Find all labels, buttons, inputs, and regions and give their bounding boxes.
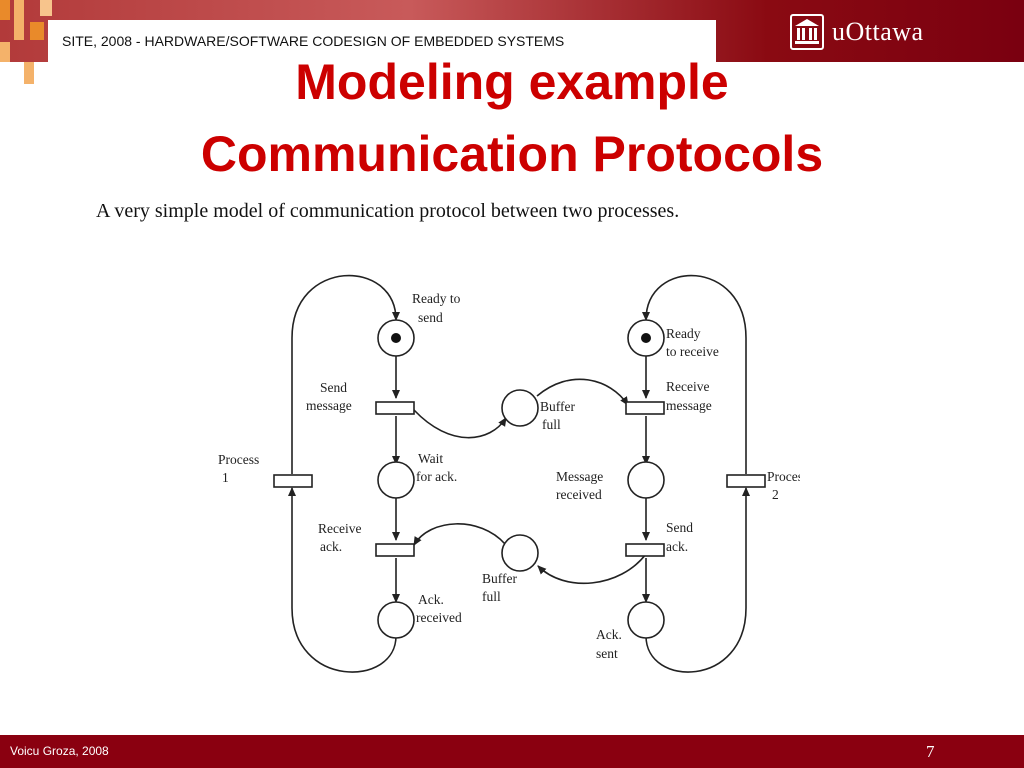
place-buffer-top — [501, 389, 539, 427]
arc-sendack-to-buffer — [537, 553, 647, 585]
label-send-message-2: message — [306, 398, 352, 413]
label-process1-2: 1 — [222, 470, 229, 485]
place-buffer-bottom — [501, 534, 539, 572]
slide-title-line1: Modeling example — [295, 54, 729, 110]
label-send-ack-1: Send — [666, 520, 693, 535]
arc-buffer-to-receive — [536, 378, 629, 406]
arc-process1-loop-up — [288, 487, 397, 673]
transition-send-ack — [625, 543, 665, 557]
label-ready-to-receive-2: to receive — [666, 344, 719, 359]
logo-text: uOttawa — [832, 17, 924, 46]
label-ready-to-receive-1: Ready — [666, 326, 701, 341]
label-send-ack-2: ack. — [666, 539, 688, 554]
label-receive-ack-2: ack. — [320, 539, 342, 554]
place-wait-for-ack — [377, 461, 415, 499]
label-ack-received-2: received — [416, 610, 462, 625]
label-buffer-top-2: full — [542, 417, 561, 432]
label-ready-to-send-1: Ready to — [412, 291, 461, 306]
place-ack-sent — [627, 601, 665, 639]
label-ack-sent-1: Ack. — [596, 627, 622, 642]
university-logo: uOttawa — [790, 14, 924, 50]
building-icon — [790, 14, 824, 50]
label-ack-sent-2: sent — [596, 646, 618, 661]
course-banner — [48, 20, 716, 62]
arc-process1-loop-top — [291, 274, 400, 474]
label-process2-2: 2 — [772, 487, 779, 502]
label-receive-ack-1: Receive — [318, 521, 361, 536]
label-ready-to-send-2: send — [418, 310, 443, 325]
transition-process1 — [273, 474, 313, 488]
label-wait-ack-1: Wait — [418, 451, 443, 466]
label-receive-message-1: Receive — [666, 379, 709, 394]
transition-receive-ack — [375, 543, 415, 557]
label-message-received-1: Message — [556, 469, 603, 484]
place-ack-received — [377, 601, 415, 639]
label-ack-received-1: Ack. — [418, 592, 444, 607]
label-process1-1: Process — [218, 452, 259, 467]
label-process2-1: Process — [767, 469, 800, 484]
token-ready-to-send — [391, 333, 401, 343]
label-buffer-top-1: Buffer — [540, 399, 575, 414]
arc-send-to-buffer — [413, 409, 507, 439]
slide-subtitle: A very simple model of communication pro… — [96, 200, 680, 222]
petri-net-diagram: Ready to send Send message Wait for ack.… — [218, 274, 800, 673]
label-receive-message-2: message — [666, 398, 712, 413]
transition-receive-message — [625, 401, 665, 415]
footer-author: Voicu Groza, 2008 — [10, 744, 109, 758]
label-wait-ack-2: for ack. — [416, 469, 457, 484]
arc-process2-loop-top — [642, 274, 747, 474]
place-message-received — [627, 461, 665, 499]
arc-process2-loop-up — [645, 487, 750, 673]
label-buffer-bottom-1: Buffer — [482, 571, 517, 586]
transition-process2 — [726, 474, 766, 488]
label-message-received-2: received — [556, 487, 602, 502]
page-number: 7 — [926, 742, 935, 761]
arc-buffer-to-receiveack — [413, 523, 506, 546]
transition-send-message — [375, 401, 415, 415]
token-ready-to-receive — [641, 333, 651, 343]
label-send-message-1: Send — [320, 380, 347, 395]
footer-bar — [0, 735, 1024, 768]
label-buffer-bottom-2: full — [482, 589, 501, 604]
slide-title-line2: Communication Protocols — [200, 126, 824, 182]
course-title: SITE, 2008 - HARDWARE/SOFTWARE CODESIGN … — [62, 33, 565, 49]
